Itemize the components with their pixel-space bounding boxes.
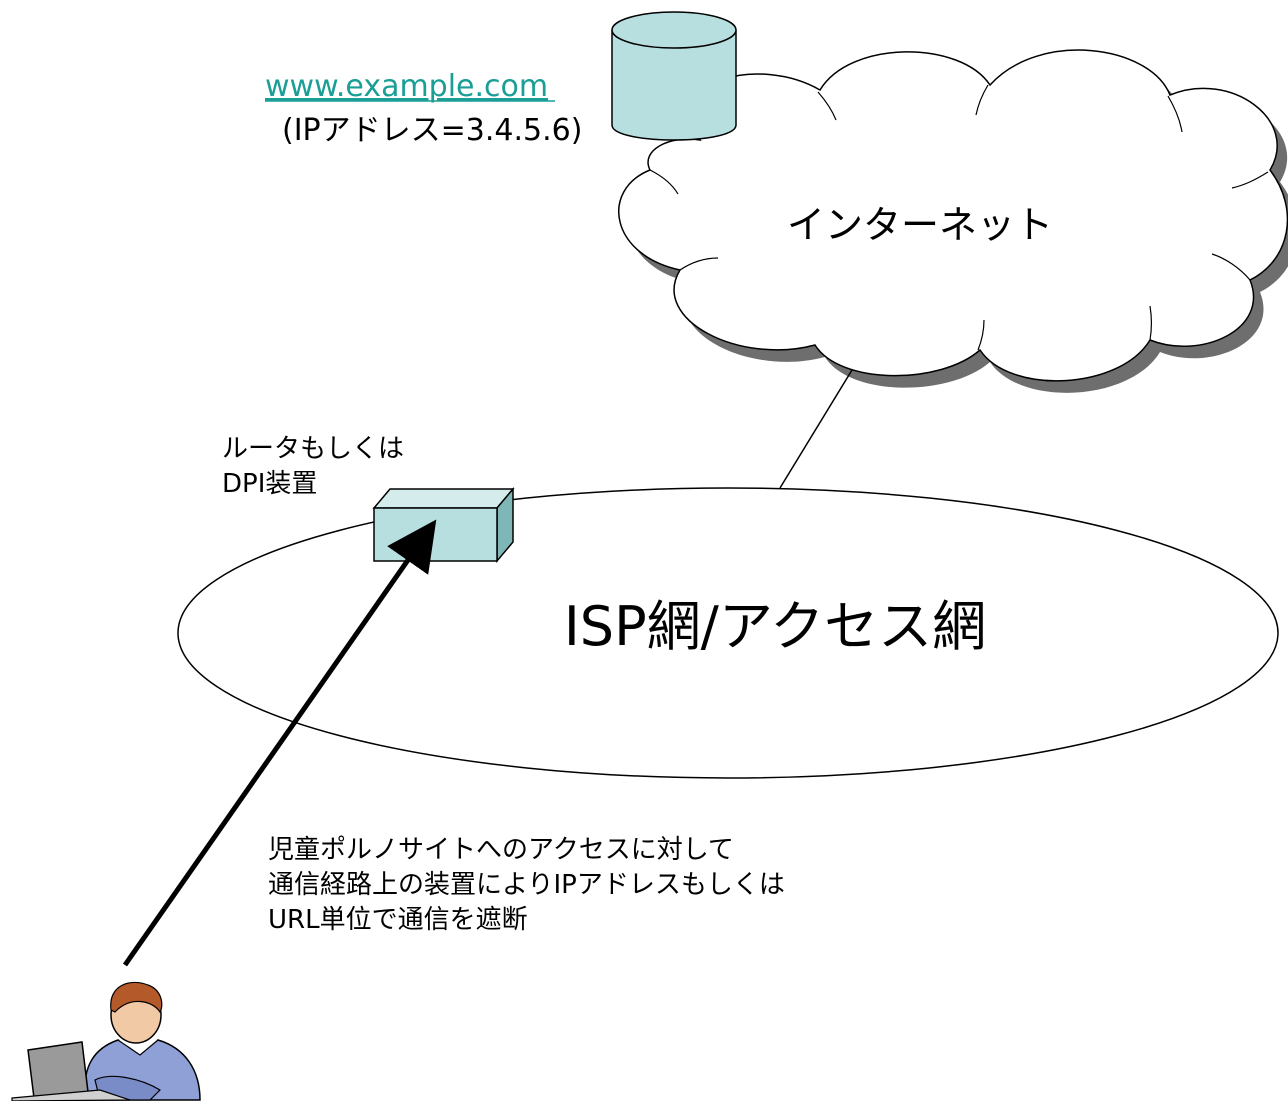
- note-line2: 通信経路上の装置によりIPアドレスもしくは: [268, 870, 785, 900]
- cloud-fold: [817, 91, 837, 121]
- cloud-fold: [679, 257, 719, 271]
- router-dpi-box-icon: [372, 486, 515, 564]
- user-laptop-icon: [11, 981, 201, 1101]
- isp-network-label: ISP網/アクセス網: [564, 595, 986, 658]
- cloud-fold: [1211, 253, 1251, 281]
- web-server-cylinder-icon: [611, 11, 737, 141]
- note-line1: 児童ポルノサイトへのアクセスに対して: [268, 835, 734, 865]
- note-line3: URL単位で通信を遮断: [268, 905, 528, 935]
- isp-internet-link: [779, 369, 853, 489]
- cloud-fold: [649, 169, 679, 195]
- device-label-line2: DPI装置: [222, 469, 317, 499]
- cloud-body: [618, 49, 1288, 382]
- cloud-fold: [977, 319, 985, 351]
- cloud-fold: [1167, 95, 1183, 133]
- internet-cloud: [618, 49, 1288, 393]
- cloud-fold: [1231, 171, 1269, 189]
- server-ip-label: (IPアドレス=3.4.5.6): [282, 113, 582, 148]
- cloud-fold: [975, 84, 989, 116]
- server-url-link[interactable]: www.example.com: [265, 69, 548, 104]
- access-arrow: [122, 519, 437, 967]
- device-label-line1: ルータもしくは: [222, 434, 404, 464]
- internet-label: インターネット: [787, 203, 1053, 247]
- cloud-fold: [1149, 305, 1153, 341]
